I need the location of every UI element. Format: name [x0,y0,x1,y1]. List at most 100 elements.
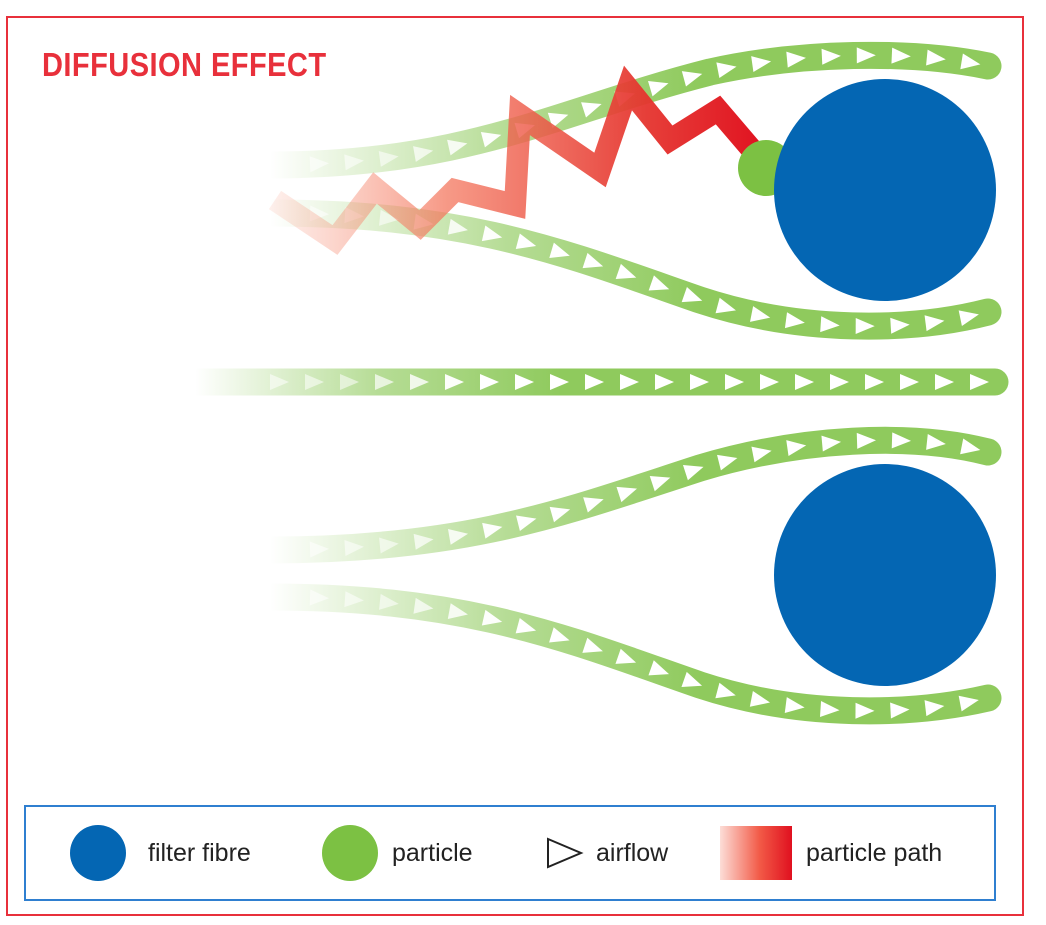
airflow-arrow-icon [309,589,329,606]
airflow-arrow-icon [821,48,841,65]
airflow-arrow-icon [891,432,911,449]
airflow-arrow-icon [751,56,772,72]
airflow-arrow-icon [344,591,364,608]
airflow-arrow-icon [821,435,842,452]
legend-label-filter-fibre: filter fibre [148,838,251,867]
airflow-arrow-icon [648,660,670,676]
airflow-arrow-icon [547,837,584,869]
airflow-arrow-icon [682,465,704,481]
airflow-arrow-icon [924,700,945,717]
airflow-arrow-icon [958,695,979,712]
airflow-arrow-icon [819,701,840,717]
particle-path-swatch [720,826,792,880]
legend-item-particle: particle [322,807,473,899]
airflow-arrow-icon [926,49,946,66]
airflow-arrow-icon [855,702,875,719]
airflow-arrow-icon [890,317,910,334]
airflow-arrow-icon [616,486,638,503]
airflow-arrow-icon [715,297,736,314]
airflow-arrow-icon [856,432,876,449]
airflow-arrow-icon [582,637,603,653]
airflow-arrow-icon [681,671,703,687]
airflow-arrow-icon [480,131,502,148]
filter-fibre-swatch [70,825,126,881]
airflow-arrow-icon [647,80,669,97]
airflow-arrow-icon [855,318,875,335]
airflow-arrow-icon [648,275,670,291]
airflow-arrow-icon [960,438,981,455]
airflow-arrow-icon [891,47,911,64]
airflow-arrow-icon [515,374,534,390]
airflow-arrow-icon [547,112,569,129]
airflow-arrow-icon [760,374,779,390]
airflow-arrow-icon [960,53,981,70]
airflow-arrow-icon [375,374,394,390]
airflow-arrow-icon [413,146,434,162]
legend-item-filter-fibre: filter fibre [70,807,251,899]
airflow-arrow-icon [480,374,499,390]
legend: filter fibre particle airflow particle p… [24,805,996,901]
airflow-arrow-icon [890,702,910,719]
airflow-arrow-icon [830,374,849,390]
airflow-arrow-icon [716,62,737,79]
airflow-arrow-icon [615,648,637,664]
airflow-arrow-icon [516,515,537,532]
airflow-arrow-icon [550,374,569,390]
legend-label-airflow: airflow [596,838,669,867]
airflow-arrow-icon [379,209,399,226]
airflow-arrow-icon [581,102,602,118]
airflow-arrow-icon [856,47,876,64]
airflow-arrow-icon [549,506,571,523]
airflow-arrow-icon [649,476,671,492]
airflow-arrow-icon [378,150,399,167]
airflow-arrow-icon [786,51,806,68]
airflow-arrow-icon [725,374,744,390]
legend-label-particle: particle [392,838,473,867]
airflow-arrow-icon [481,225,503,242]
particle-path [268,65,774,255]
airflow-arrow-icon [340,374,359,390]
airflow-arrow-icon [935,374,954,390]
airflow-arrow-icon [751,446,772,463]
airflow-arrow-icon [482,522,503,539]
airflow-arrow-icon [786,440,807,456]
airflow-arrow-icon [820,316,840,333]
airflow-arrow-icon [344,539,364,556]
airflow-arrow-icon [900,374,919,390]
airflow-arrow-icon [515,233,537,249]
airflow-arrow-icon [549,242,570,258]
airflow-arrow-icon [585,374,604,390]
airflow-arrow-icon [582,252,604,269]
airflow-arrow-icon [865,374,884,390]
filter-fibre-top [774,79,996,301]
airflow-arrow-icon [690,374,709,390]
airflow-arrow-icon [717,454,738,471]
airflow-arrow-icon [795,374,814,390]
legend-label-particle-path: particle path [806,838,943,867]
diagram-title: DIFFUSION EFFECT [42,46,327,83]
airflow-arrow-icon [655,374,674,390]
legend-item-particle-path: particle path [720,807,942,899]
airflow-arrow-icon [549,627,570,643]
airflow-arrow-icon [715,682,736,699]
airflow-arrow-icon [784,312,805,329]
airflow-arrow-icon [750,306,771,322]
airflow-arrow-icon [970,374,989,390]
airflow-arrow-icon [447,529,469,545]
airflow-arrow-icon [447,603,468,619]
airflow-arrow-icon [583,497,604,513]
diagram-frame [6,16,1024,916]
airflow-arrow-icon [784,697,805,713]
airflow-arrow-icon [309,156,329,173]
airflow-arrow-icon [924,315,945,332]
airflow-arrow-icon [270,374,289,390]
particle-swatch [322,825,378,881]
airflow-arrow-icon [681,286,703,303]
airflow-arrow-icon [344,154,364,171]
airflow-arrow-icon [447,139,468,156]
airflow-arrow-icon [445,374,464,390]
airflow-arrow-icon [481,609,503,626]
airflow-arrow-icon [620,374,639,390]
airflow-arrow-icon [447,218,468,235]
